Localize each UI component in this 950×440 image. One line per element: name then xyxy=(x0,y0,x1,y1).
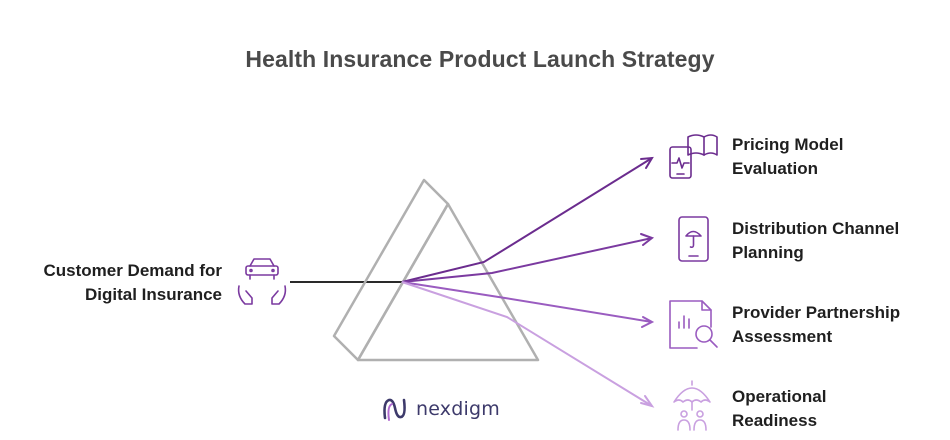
beam-distribution xyxy=(401,237,653,283)
nexdigm-logo-icon xyxy=(383,398,406,421)
outcome-distribution-channel: Distribution Channel Planning xyxy=(732,217,947,265)
outcome-label-line1: Provider Partnership xyxy=(732,303,901,322)
arrowhead-distribution xyxy=(640,233,655,246)
beam-pricing xyxy=(401,157,653,283)
outcome-label-line2: Evaluation xyxy=(732,159,818,178)
phone-umbrella-icon xyxy=(678,216,709,262)
outcome-provider-partnership: Provider Partnership Assessment xyxy=(732,301,947,349)
umbrella-people-icon xyxy=(673,380,711,431)
outcome-label-line1: Operational xyxy=(732,387,827,406)
arrowhead-operational xyxy=(640,395,655,408)
source-label-line1: Customer Demand for xyxy=(43,261,222,280)
outcome-label-line2: Readiness xyxy=(732,411,818,430)
arrowheads xyxy=(640,156,655,408)
outcome-pricing-model: Pricing Model Evaluation xyxy=(732,133,947,181)
source-label-line2: Digital Insurance xyxy=(85,285,222,304)
source-label: Customer Demand for Digital Insurance xyxy=(10,259,222,307)
beam-provider xyxy=(401,281,653,323)
phone-book-icon xyxy=(669,134,718,179)
refracted-beams xyxy=(401,157,653,407)
outcome-label-line1: Pricing Model xyxy=(732,135,844,154)
outcome-label-line1: Distribution Channel xyxy=(732,219,900,238)
outcome-operational-readiness: Operational Readiness xyxy=(732,385,947,433)
outcome-label-line2: Planning xyxy=(732,243,804,262)
arrowhead-pricing xyxy=(640,156,654,169)
document-search-chart-icon xyxy=(669,300,718,349)
car-insurance-hands-icon xyxy=(237,258,287,305)
logo-text: nexdigm xyxy=(416,398,500,420)
page-title: Health Insurance Product Launch Strategy xyxy=(245,46,715,72)
beam-operational xyxy=(401,281,653,407)
nexdigm-logo: nexdigm xyxy=(380,394,500,424)
arrowhead-provider xyxy=(641,316,655,328)
outcome-label-line2: Assessment xyxy=(732,327,833,346)
